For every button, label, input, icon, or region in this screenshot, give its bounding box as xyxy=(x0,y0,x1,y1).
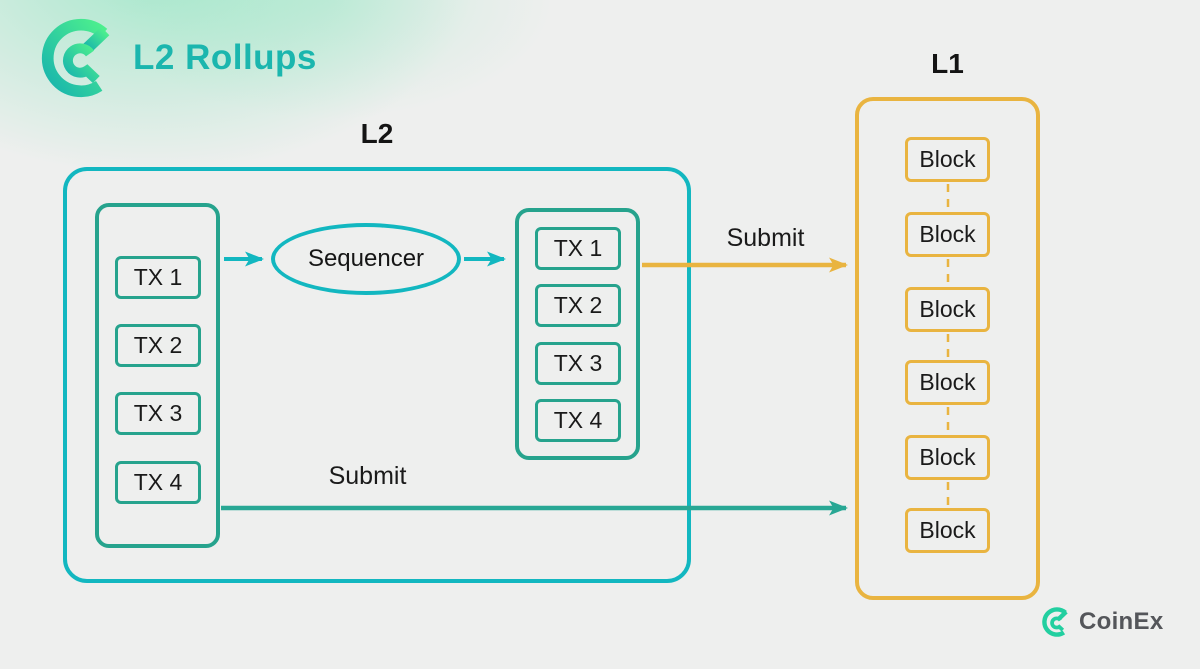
l1-block-6: Block xyxy=(905,508,990,553)
l2-container xyxy=(63,167,691,583)
l2-ordered-box xyxy=(515,208,640,460)
sequencer-node: Sequencer xyxy=(271,223,461,295)
submit-bottom-label: Submit xyxy=(328,462,407,490)
footer-brand: CoinEx xyxy=(1040,605,1163,639)
mempool-tx-2: TX 2 xyxy=(115,324,201,367)
l1-block-1: Block xyxy=(905,137,990,182)
l1-block-4: Block xyxy=(905,360,990,405)
l2-mempool-box xyxy=(95,203,220,548)
l1-block-2: Block xyxy=(905,212,990,257)
ordered-tx-2: TX 2 xyxy=(535,284,621,327)
l1-block-3: Block xyxy=(905,287,990,332)
ordered-tx-1: TX 1 xyxy=(535,227,621,270)
l2-zone-label: L2 xyxy=(360,118,394,149)
coinex-logo-icon xyxy=(36,13,126,103)
mempool-tx-1: TX 1 xyxy=(115,256,201,299)
mempool-tx-3: TX 3 xyxy=(115,392,201,435)
coinex-footer-logo-icon xyxy=(1040,605,1074,639)
mempool-tx-4: TX 4 xyxy=(115,461,201,504)
l1-container xyxy=(855,97,1040,600)
submit-top-label: Submit xyxy=(726,224,805,252)
l1-zone-label: L1 xyxy=(931,48,964,79)
page-title: L2 Rollups xyxy=(133,38,317,77)
ordered-tx-3: TX 3 xyxy=(535,342,621,385)
ordered-tx-4: TX 4 xyxy=(535,399,621,442)
l1-block-5: Block xyxy=(905,435,990,480)
footer-brand-text: CoinEx xyxy=(1079,608,1164,635)
